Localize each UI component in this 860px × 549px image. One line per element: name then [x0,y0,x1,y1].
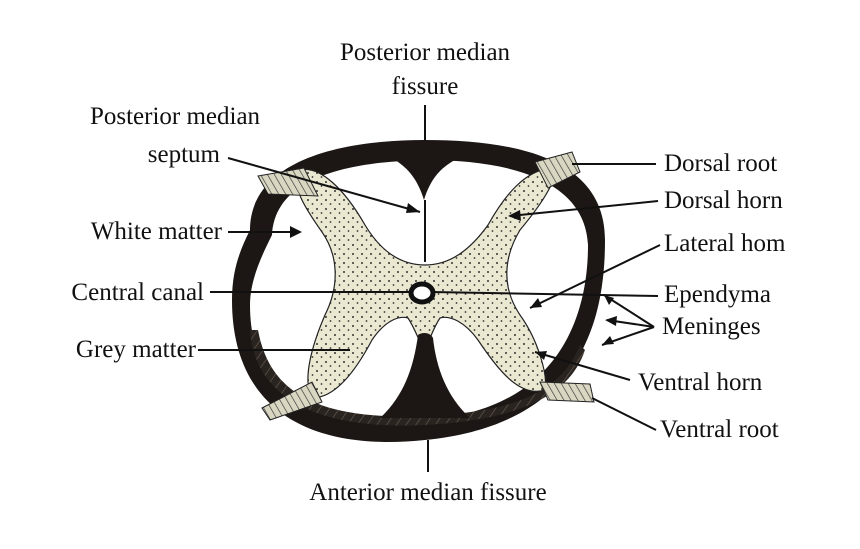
arrow-dorsal-horn [508,210,521,221]
ventral-root-left [261,381,323,421]
leader-lateral-horn [529,244,661,309]
leader-ventral-horn [534,351,631,381]
label-posterior-median-septum-1: Posterior median [89,103,261,130]
posterior-fissure-notch [395,160,455,200]
label-meninges: Meninges [662,313,761,340]
label-dorsal-horn: Dorsal horn [664,187,783,214]
arrow-meninges-3 [602,336,614,345]
arrow-meninges-1 [604,295,614,305]
ventral-root-right [539,381,595,403]
label-grey-matter: Grey matter [75,336,196,363]
leader-ventral-root [591,397,657,431]
leader-dorsal-horn [509,200,659,217]
anterior-fissure-wedge [380,333,470,418]
arrow-ventral-horn [535,351,547,360]
arrow-white-matter [290,226,302,238]
label-dorsal-root: Dorsal root [664,150,778,177]
dorsal-root-right [534,151,581,189]
label-ventral-horn: Ventral horn [638,369,763,396]
label-central-canal: Central canal [71,279,204,306]
arrow-septum [406,203,420,213]
arrow-lateral-horn [530,298,542,308]
label-lateral-horn: Lateral hom [664,230,786,257]
label-posterior-median-fissure-2: fissure [391,73,459,100]
label-posterior-median-fissure-1: Posterior median [339,39,511,66]
dorsal-root-left [257,167,319,197]
leader-ependyma [431,291,659,297]
arrow-meninges-2 [605,316,617,326]
label-ependyma: Ependyma [664,281,771,308]
label-posterior-median-septum-2: septum [147,141,220,168]
label-white-matter: White matter [90,218,222,245]
label-ventral-root: Ventral root [660,416,779,443]
leader-posterior-median-septum [227,157,421,213]
central-canal [408,281,436,305]
label-anterior-median-fissure: Anterior median fissure [309,479,547,506]
